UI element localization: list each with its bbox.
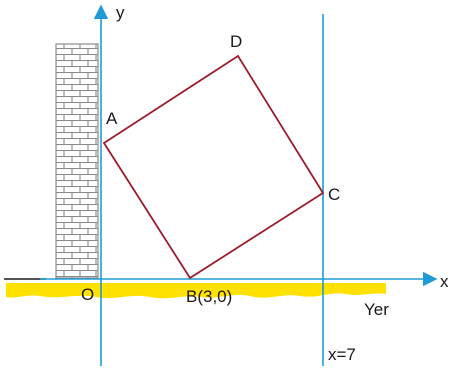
square-abcd [102, 54, 325, 280]
brick-wall-icon [55, 43, 99, 279]
point-b-label: B(3,0) [186, 287, 232, 306]
point-a-label: A [106, 109, 118, 128]
ground-label: Yer [364, 300, 389, 319]
point-d-label: D [230, 32, 242, 51]
origin-label: O [81, 285, 94, 304]
y-axis-label: y [116, 3, 125, 22]
x-axis-label: x [440, 272, 449, 291]
line-c-label: x=7 [328, 345, 356, 364]
point-c-label: C [328, 185, 340, 204]
